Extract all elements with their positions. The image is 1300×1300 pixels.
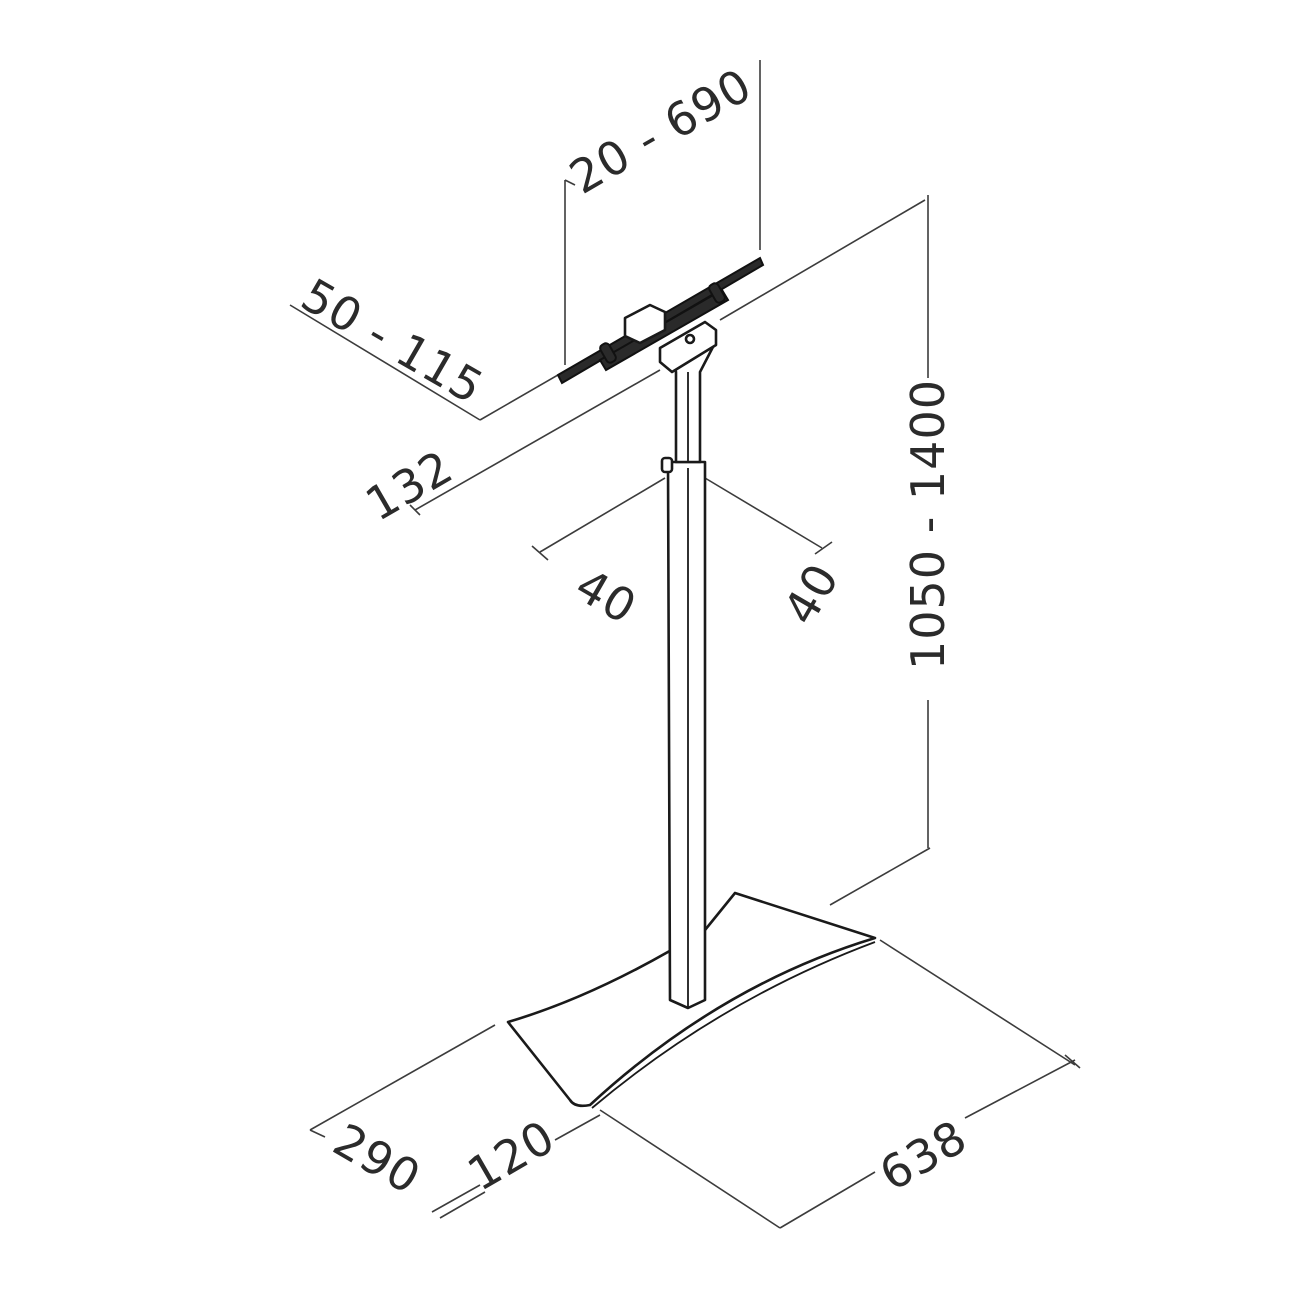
label-base-width: 638	[871, 1109, 977, 1201]
column-lower	[666, 460, 707, 1010]
label-base-depth: 290	[325, 1113, 431, 1205]
label-vesa-vertical: 50 - 115	[293, 268, 493, 415]
vesa-bracket	[556, 256, 765, 385]
bolt-icon	[684, 333, 696, 345]
label-column-width: 40	[567, 558, 646, 635]
label-bracket-depth: 132	[357, 439, 463, 531]
height-lock-knob-icon	[660, 456, 674, 474]
label-column-depth: 40	[773, 554, 850, 633]
label-vesa-horizontal: 20 - 690	[561, 58, 761, 205]
label-height-range: 1050 - 1400	[901, 379, 955, 670]
dimension-lines	[289, 60, 1081, 1229]
